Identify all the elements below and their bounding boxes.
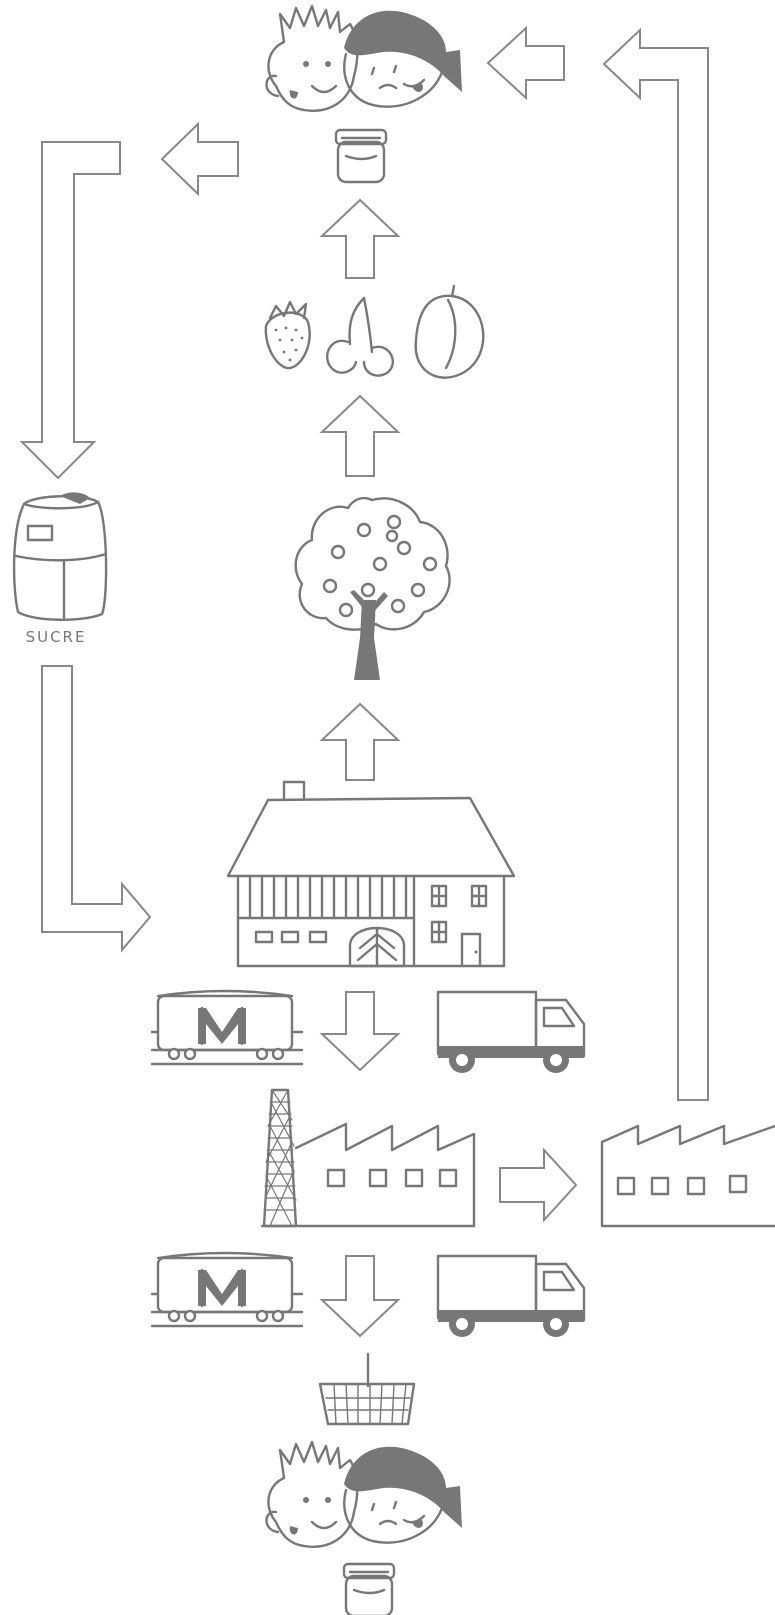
- arrow-down-to-sugar: [19, 141, 121, 480]
- arrow-up-farm-to-tree: [319, 702, 401, 781]
- arrow-left-to-children: [486, 25, 565, 101]
- arrow-right-factory-to-factory-2: [499, 1147, 578, 1223]
- jam-jar-top-icon: [334, 128, 388, 184]
- arrow-down-farm-to-factory: [319, 991, 401, 1072]
- farmhouse-icon: [226, 780, 516, 968]
- strawberry-icon: [264, 300, 311, 370]
- truck-icon-2: [436, 1254, 586, 1339]
- factory-icon: [260, 1088, 476, 1228]
- jam-jar-bottom-icon: [342, 1562, 396, 1615]
- arrow-down-factory-to-shop: [319, 1255, 401, 1338]
- arrow-cycle-factory-to-children: [602, 27, 709, 1101]
- shopping-basket-icon: [318, 1352, 416, 1426]
- children-top-icon: [265, 4, 464, 112]
- train-wagon-icon-2: [150, 1251, 304, 1328]
- arrow-up-fruits-to-jar: [319, 198, 401, 279]
- fruit-icons: [264, 284, 485, 379]
- cherries-icon: [325, 296, 395, 377]
- apricot-icon: [414, 284, 485, 379]
- arrow-left-children-to-sugar: [160, 121, 239, 197]
- fruit-tree-icon: [294, 496, 451, 680]
- arrow-sugar-to-farm: [41, 665, 152, 953]
- children-bottom-icon: [265, 1440, 464, 1548]
- sugar-label: SUCRE: [25, 628, 87, 646]
- factory-2-icon: [600, 1124, 775, 1228]
- truck-icon-1: [436, 990, 586, 1075]
- train-wagon-icon-1: [150, 989, 304, 1066]
- sugar-bag-icon: [12, 492, 108, 621]
- arrow-up-tree-to-fruits: [319, 394, 401, 477]
